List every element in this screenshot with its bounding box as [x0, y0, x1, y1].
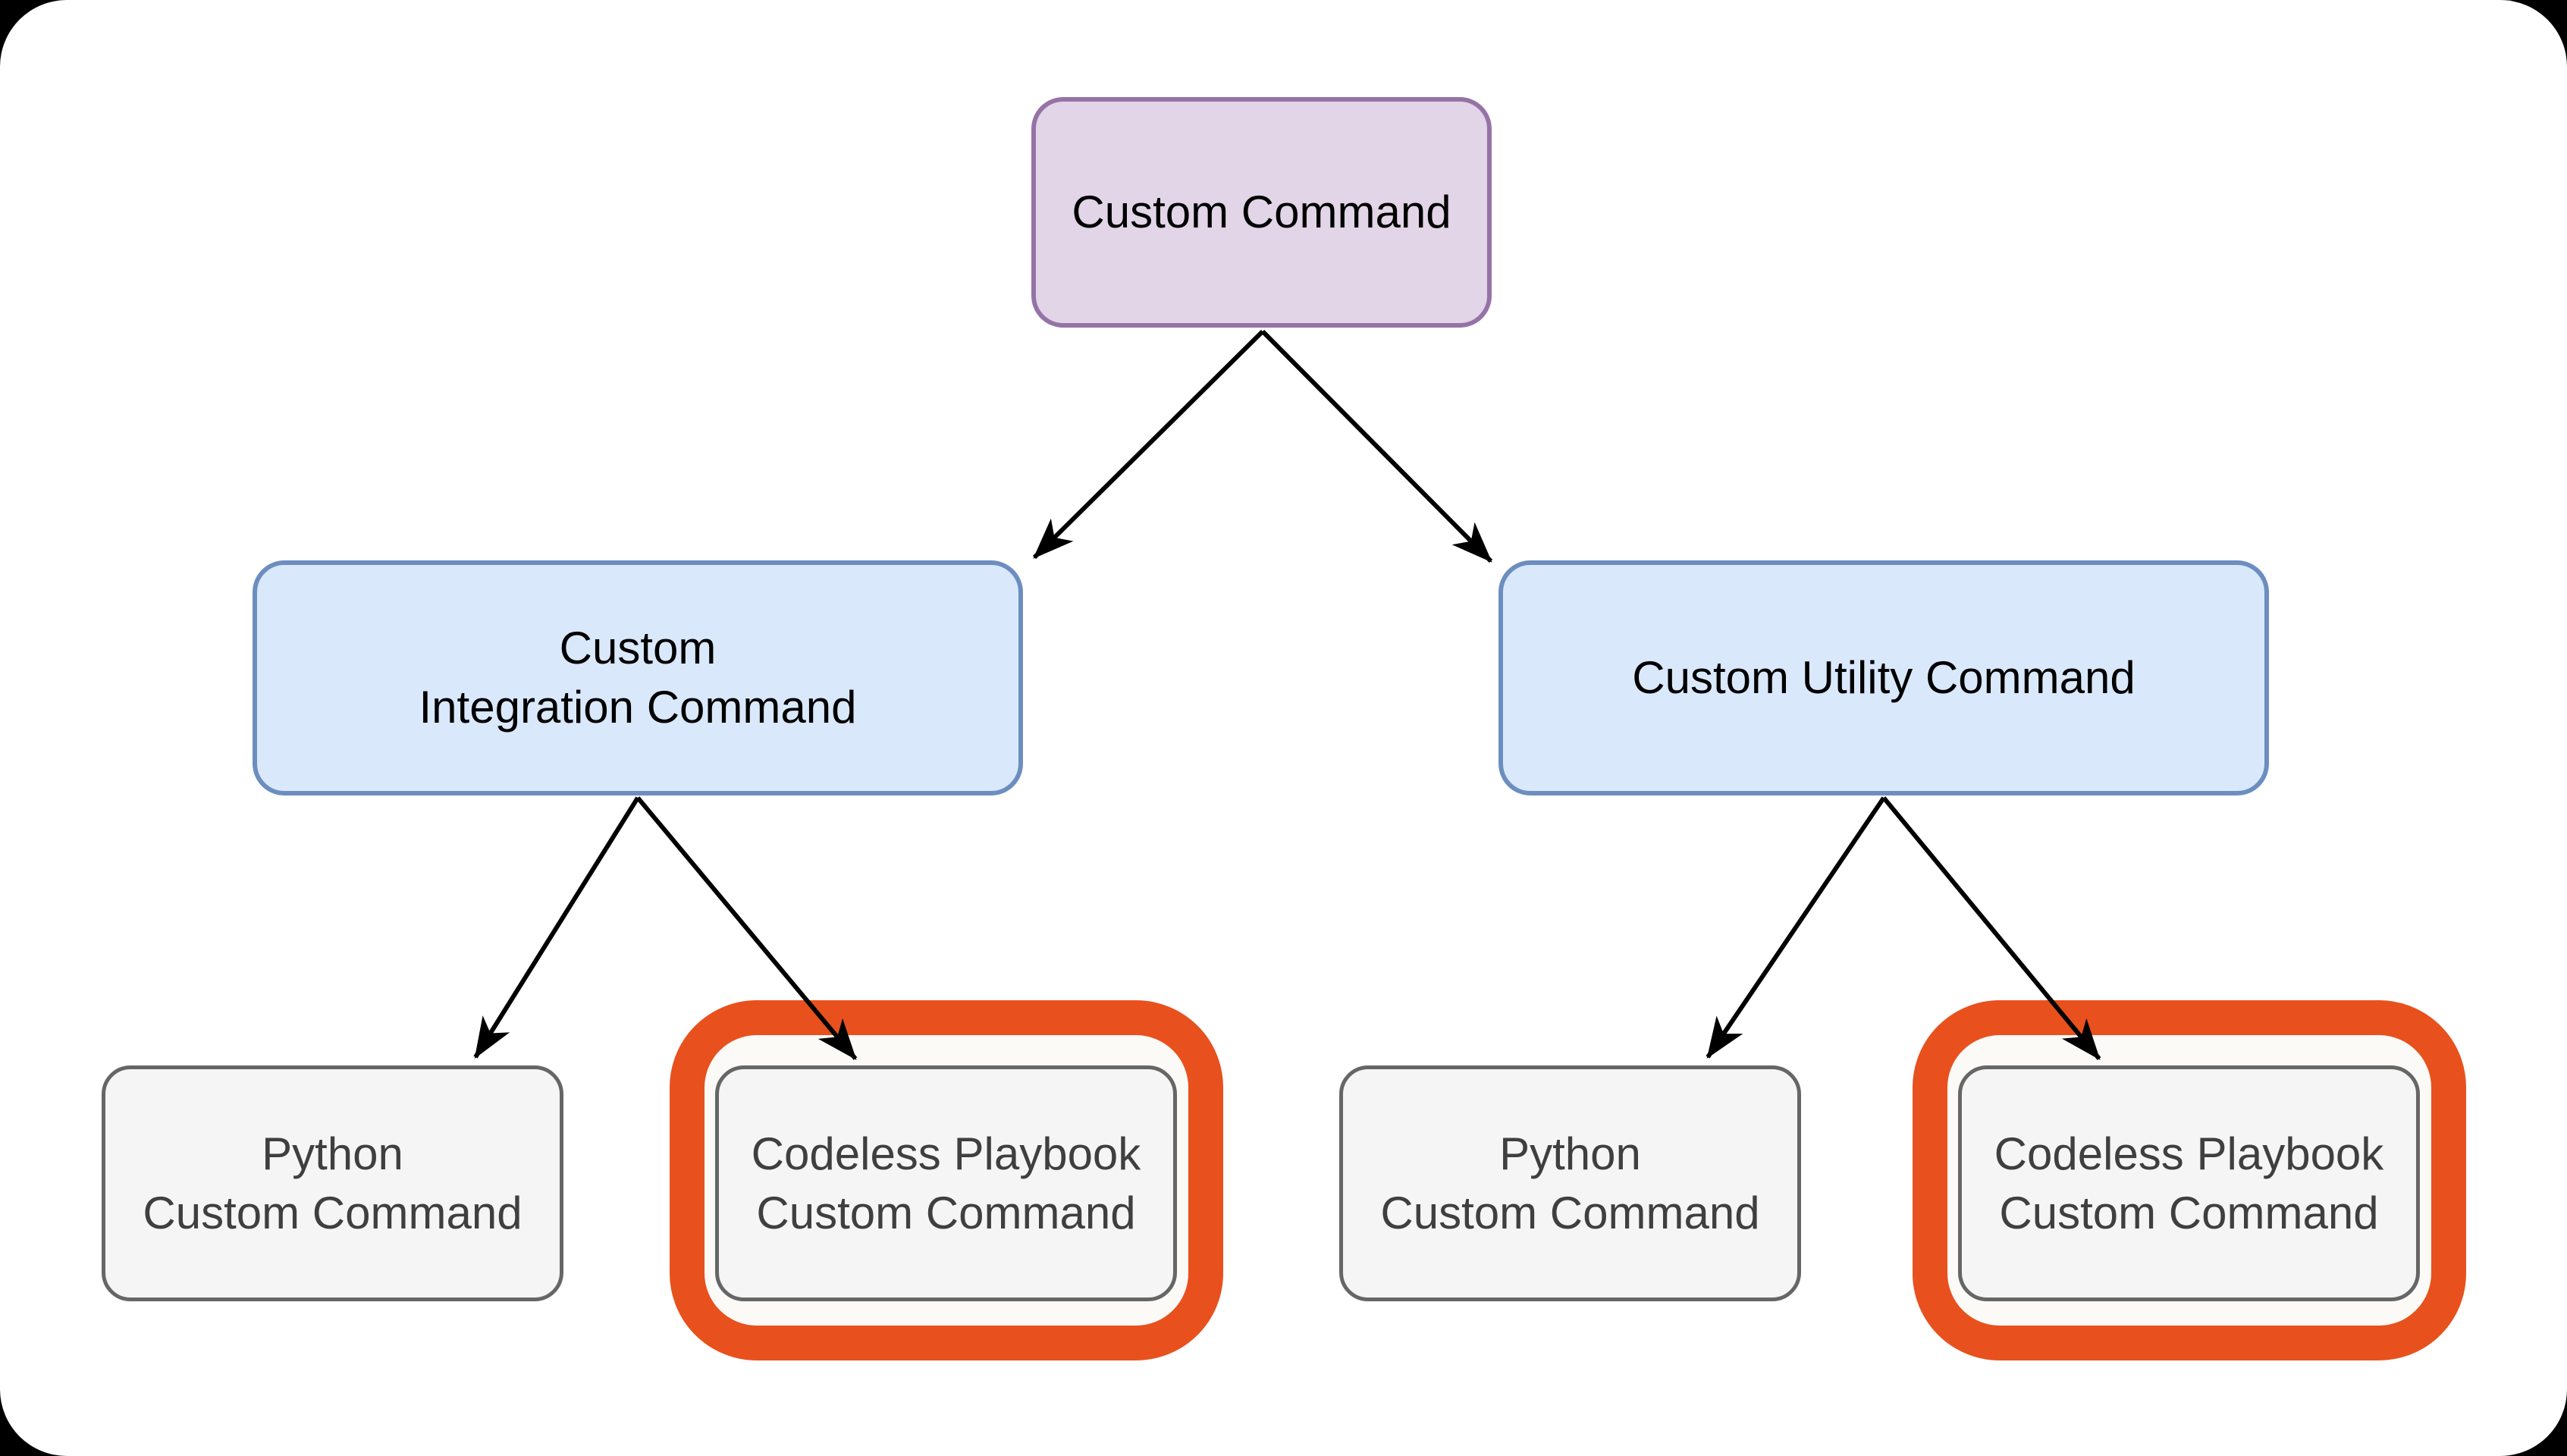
node-label-line1: Custom	[559, 623, 717, 673]
node-label-line2: Custom Command	[1999, 1187, 2379, 1238]
node-codeless-playbook-custom-command-integration: Codeless Playbook Custom Command	[715, 1065, 1177, 1301]
node-label-line2: Custom Command	[1380, 1187, 1760, 1238]
node-codeless-playbook-custom-command-utility: Codeless Playbook Custom Command	[1958, 1065, 2420, 1301]
node-label: Custom Command	[1072, 187, 1451, 237]
node-custom-command: Custom Command	[1031, 97, 1492, 328]
node-python-custom-command-utility: Python Custom Command	[1339, 1065, 1801, 1301]
node-label: Custom Utility Command	[1632, 652, 2136, 703]
node-python-custom-command-integration: Python Custom Command	[102, 1065, 563, 1301]
edge-root-to-integration	[1032, 329, 1265, 560]
node-label-line1: Python	[1499, 1128, 1641, 1179]
edge-utility-to-python	[1706, 796, 1886, 1059]
node-label-line2: Custom Command	[143, 1187, 523, 1238]
node-label-line2: Custom Command	[756, 1187, 1136, 1238]
node-label-line1: Python	[262, 1128, 403, 1179]
node-custom-integration-command: Custom Integration Command	[253, 560, 1023, 795]
edge-root-to-utility	[1260, 329, 1493, 563]
node-label-line1: Codeless Playbook	[1994, 1128, 2384, 1179]
node-label-line2: Integration Command	[419, 682, 857, 733]
edge-integration-to-python	[473, 796, 640, 1059]
node-custom-utility-command: Custom Utility Command	[1498, 560, 2269, 795]
node-label-line1: Codeless Playbook	[751, 1128, 1141, 1179]
